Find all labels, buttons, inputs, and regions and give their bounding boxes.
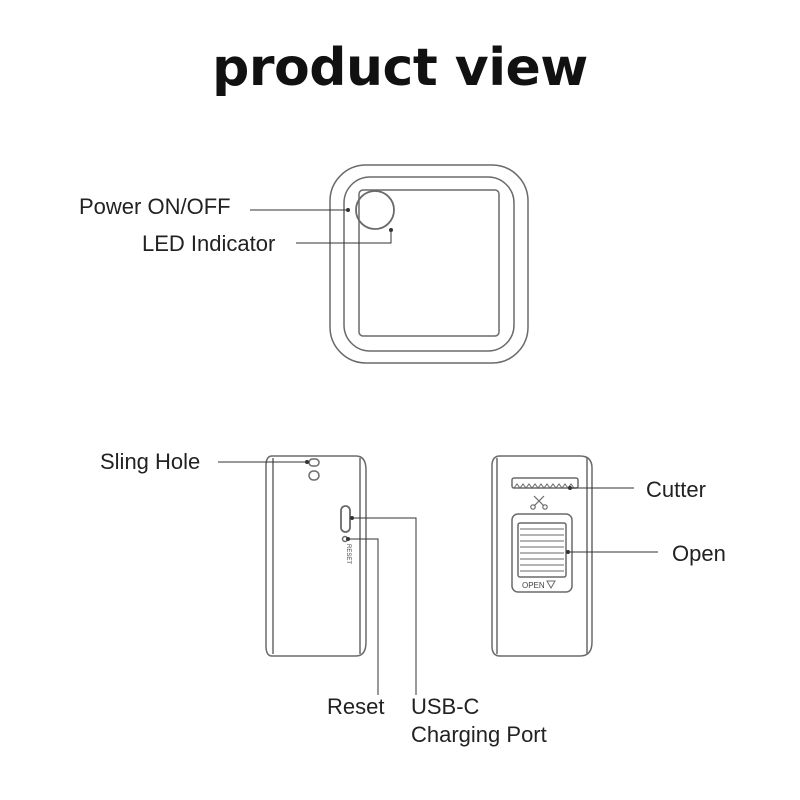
label-led: LED Indicator [142,231,276,256]
open-arrow-icon [546,580,556,590]
label-sling-hole: Sling Hole [100,449,201,474]
device-top-outer [329,164,529,364]
label-usbc-line1: USB-C [411,694,480,719]
usbc-port[interactable] [340,505,351,533]
scissors-icon [530,495,548,510]
device-top-panel [358,189,500,337]
leader-dots [305,208,572,554]
open-cover[interactable] [511,513,573,593]
sling-hole-bottom[interactable] [308,470,320,481]
back-outer-body [491,455,593,657]
leader-usbc [352,517,417,695]
leader-reset [348,538,379,695]
top-view [329,164,529,364]
label-reset: Reset [327,694,385,719]
leader-lines [218,209,658,695]
power-button[interactable] [355,190,395,230]
cutter-slot [511,477,579,489]
open-marking: OPEN [522,581,545,590]
page-title: product view [212,38,588,98]
device-top-inner [343,176,515,352]
sling-hole-top[interactable] [308,458,320,467]
label-cutter: Cutter [646,477,706,502]
back-view [491,455,593,657]
cutter-teeth [513,483,575,489]
leader-led [296,232,392,244]
open-grip-ridges [520,528,564,572]
reset-marking: RESET [345,544,351,564]
led-indicator [389,228,393,232]
open-grip [517,522,567,578]
label-usbc-line2: Charging Port [411,722,547,747]
label-power: Power ON/OFF [79,194,231,219]
label-open: Open [672,541,726,566]
